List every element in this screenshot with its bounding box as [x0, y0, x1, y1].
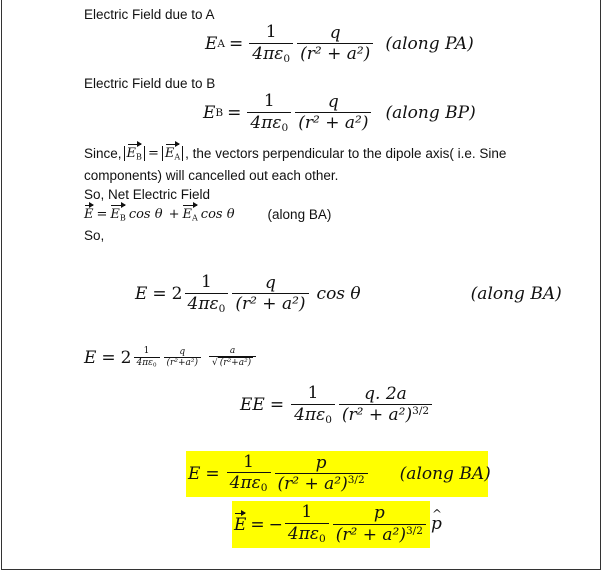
since-line: Since, EB = EA , the vectors perpendicul… [84, 140, 507, 162]
along-ba-math: (along BA) [470, 284, 562, 305]
along-ba-text: (along BA) [267, 207, 332, 223]
along-bp-label: (along BP) [385, 103, 476, 124]
along-ba-final: (along BA) [399, 464, 491, 484]
field-b-heading: Electric Field due to B [84, 76, 216, 91]
magnitude-equality: EB = EA [123, 140, 184, 162]
vector-sum-equation: E = EB cos θ + EA cos θ (along BA) [84, 201, 332, 223]
since-line-2: components) will cancelled out each othe… [84, 168, 339, 183]
along-pa-label: (along PA) [385, 34, 474, 55]
so-label: So, [84, 228, 105, 243]
p-hat-symbol: p [431, 507, 442, 534]
net-field-heading: So, Net Electric Field [84, 187, 211, 202]
field-a-heading: Electric Field due to A [84, 7, 215, 22]
